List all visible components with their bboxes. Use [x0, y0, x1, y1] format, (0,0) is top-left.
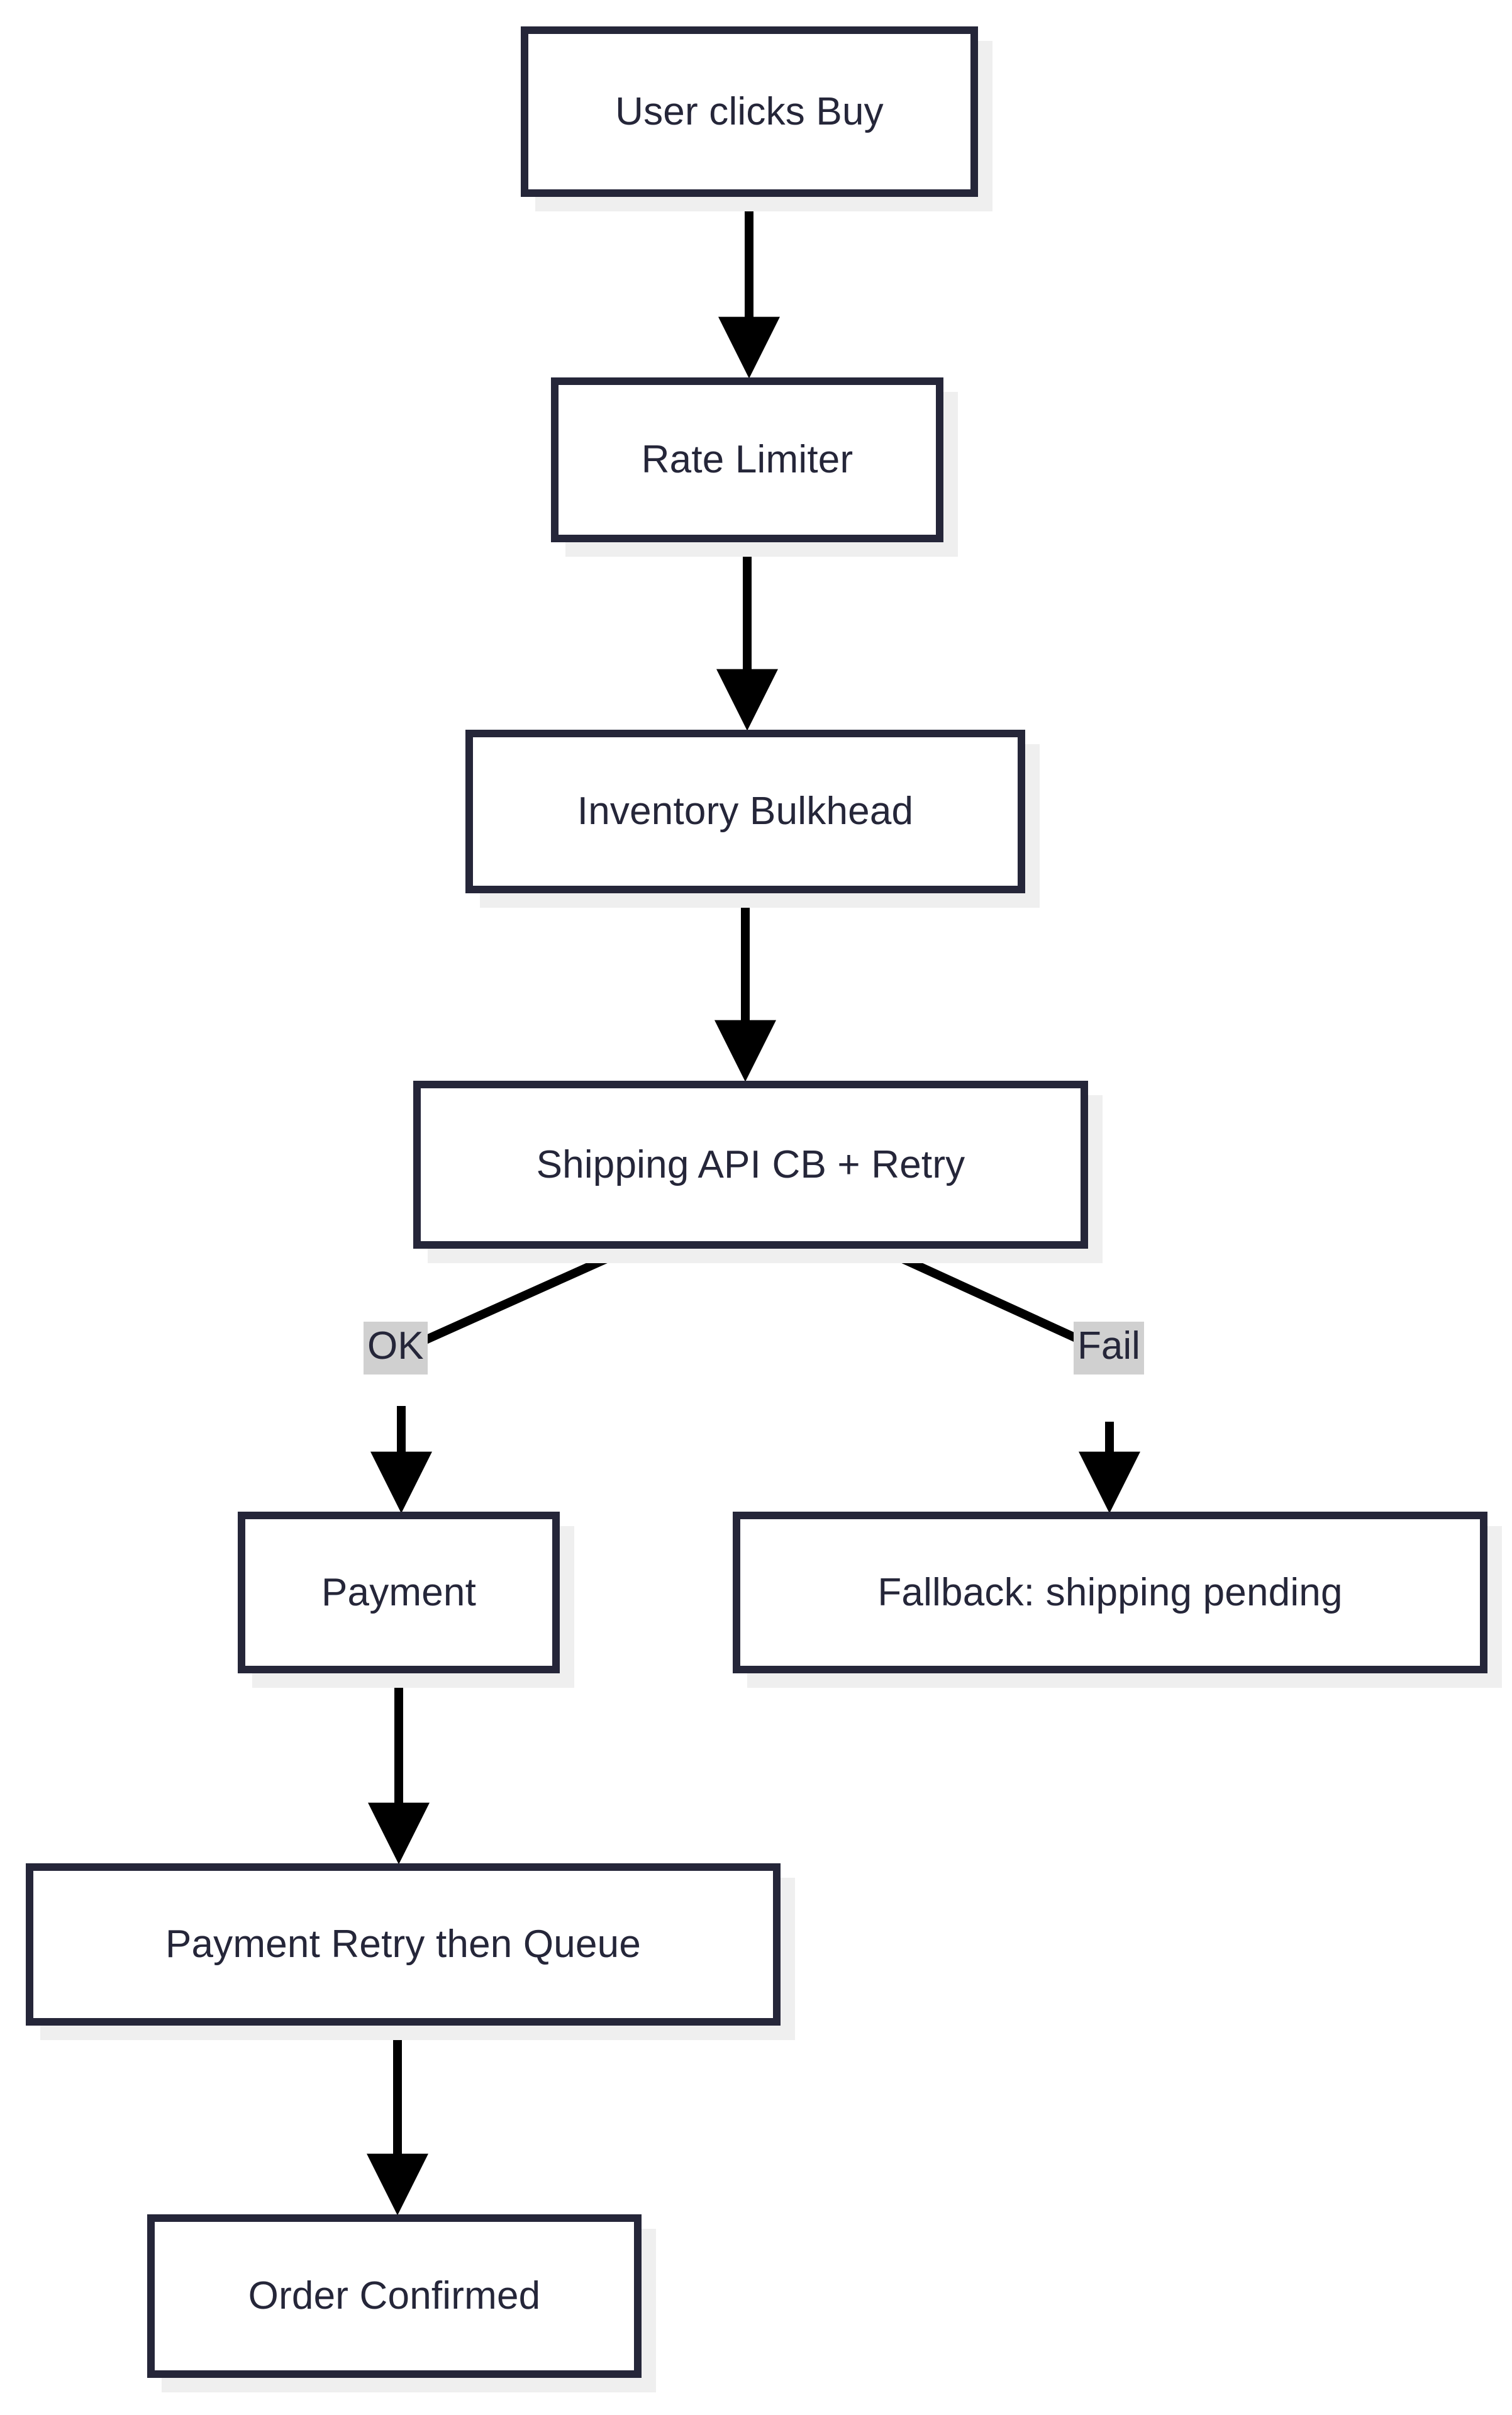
node-user-clicks-buy[interactable]: User clicks Buy — [521, 26, 978, 197]
node-label-rate-limiter: Rate Limiter — [641, 438, 853, 482]
edge-label-ok: OK — [364, 1322, 428, 1375]
node-label-fallback-shipping-pending: Fallback: shipping pending — [877, 1570, 1343, 1614]
edge-label-fail: Fail — [1074, 1322, 1144, 1375]
node-shipping-api-cb-retry[interactable]: Shipping API CB + Retry — [413, 1081, 1088, 1249]
node-label-order-confirmed: Order Confirmed — [248, 2274, 541, 2318]
node-label-shipping-api-cb-retry: Shipping API CB + Retry — [536, 1142, 965, 1186]
node-label-payment: Payment — [321, 1570, 477, 1614]
node-label-user-clicks-buy: User clicks Buy — [615, 89, 884, 133]
node-label-inventory-bulkhead: Inventory Bulkhead — [577, 789, 914, 834]
node-label-payment-retry-then-queue: Payment Retry then Queue — [165, 1922, 642, 1966]
node-payment-retry-then-queue[interactable]: Payment Retry then Queue — [26, 1863, 781, 2026]
node-inventory-bulkhead[interactable]: Inventory Bulkhead — [465, 730, 1025, 893]
node-rate-limiter[interactable]: Rate Limiter — [551, 377, 943, 542]
node-fallback-shipping-pending[interactable]: Fallback: shipping pending — [733, 1512, 1487, 1673]
node-payment[interactable]: Payment — [238, 1512, 560, 1673]
node-order-confirmed[interactable]: Order Confirmed — [147, 2214, 642, 2378]
